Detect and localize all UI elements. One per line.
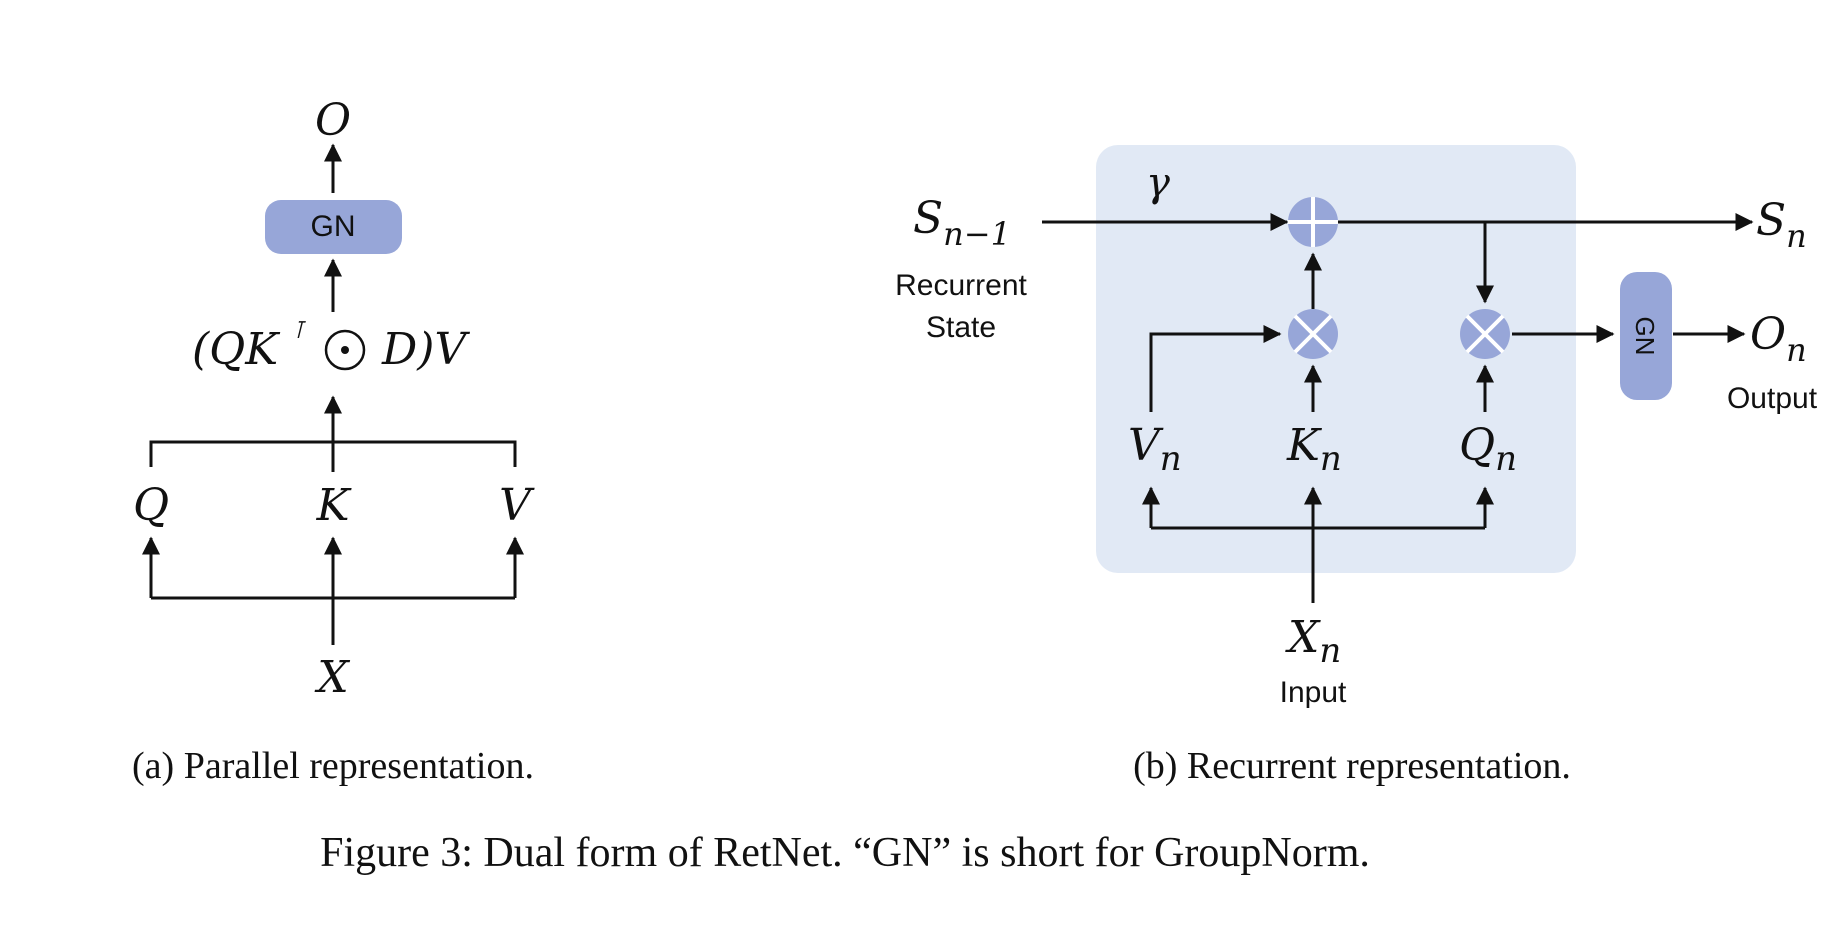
qn-label: Qn (1459, 420, 1517, 479)
prev-state-caption-line2: State (926, 311, 996, 344)
k-label: K (316, 480, 352, 531)
hadamard-icon (324, 329, 366, 371)
recurrent-cell-panel (1096, 145, 1576, 573)
vn-label: Vn (1128, 420, 1182, 479)
gamma-label: γ (1146, 160, 1170, 206)
on-label: On (1750, 309, 1807, 369)
recurrent-gn-label: GN (1630, 317, 1660, 356)
x-label: X (314, 652, 350, 703)
input-caption: Input (1280, 676, 1347, 709)
retention-formula: (QK ⊺ D)V (192, 316, 470, 375)
next-state-label: Sn (1756, 195, 1807, 255)
gn-node-label: GN (311, 210, 356, 243)
hadamard-dot (341, 346, 349, 354)
kn-label: Kn (1286, 420, 1342, 479)
parallel-diagram: O GN (QK ⊺ D)V Q K V X (a) Parallel repr… (132, 95, 535, 787)
prev-state-label: Sn−1 (913, 193, 1011, 253)
figure-caption: Figure 3: Dual form of RetNet. “GN” is s… (320, 830, 1370, 876)
multiply-node-k (1288, 309, 1338, 359)
v-label: V (499, 480, 535, 531)
formula-open: (QK (192, 324, 280, 375)
xn-label: Xn (1285, 612, 1341, 671)
recurrent-diagram: γ Sn−1 Recurrent State Sn (895, 145, 1818, 787)
gn-node (265, 200, 402, 254)
output-o-label: O (315, 95, 351, 146)
arrow-v-to-mulk (1149, 325, 1282, 412)
output-caption: Output (1727, 382, 1818, 415)
multiply-node-q (1460, 309, 1510, 359)
recurrent-gn-node (1620, 272, 1672, 400)
formula-close: D)V (381, 324, 470, 375)
times-icon-d (1465, 314, 1505, 354)
caption-b: (b) Recurrent representation. (1133, 745, 1571, 787)
formula-transpose: ⊺ (292, 316, 306, 344)
add-node (1288, 197, 1338, 247)
times-icon-b (1293, 314, 1333, 354)
caption-a: (a) Parallel representation. (132, 745, 534, 787)
q-label: Q (133, 480, 169, 531)
prev-state-caption-line1: Recurrent (895, 269, 1027, 302)
